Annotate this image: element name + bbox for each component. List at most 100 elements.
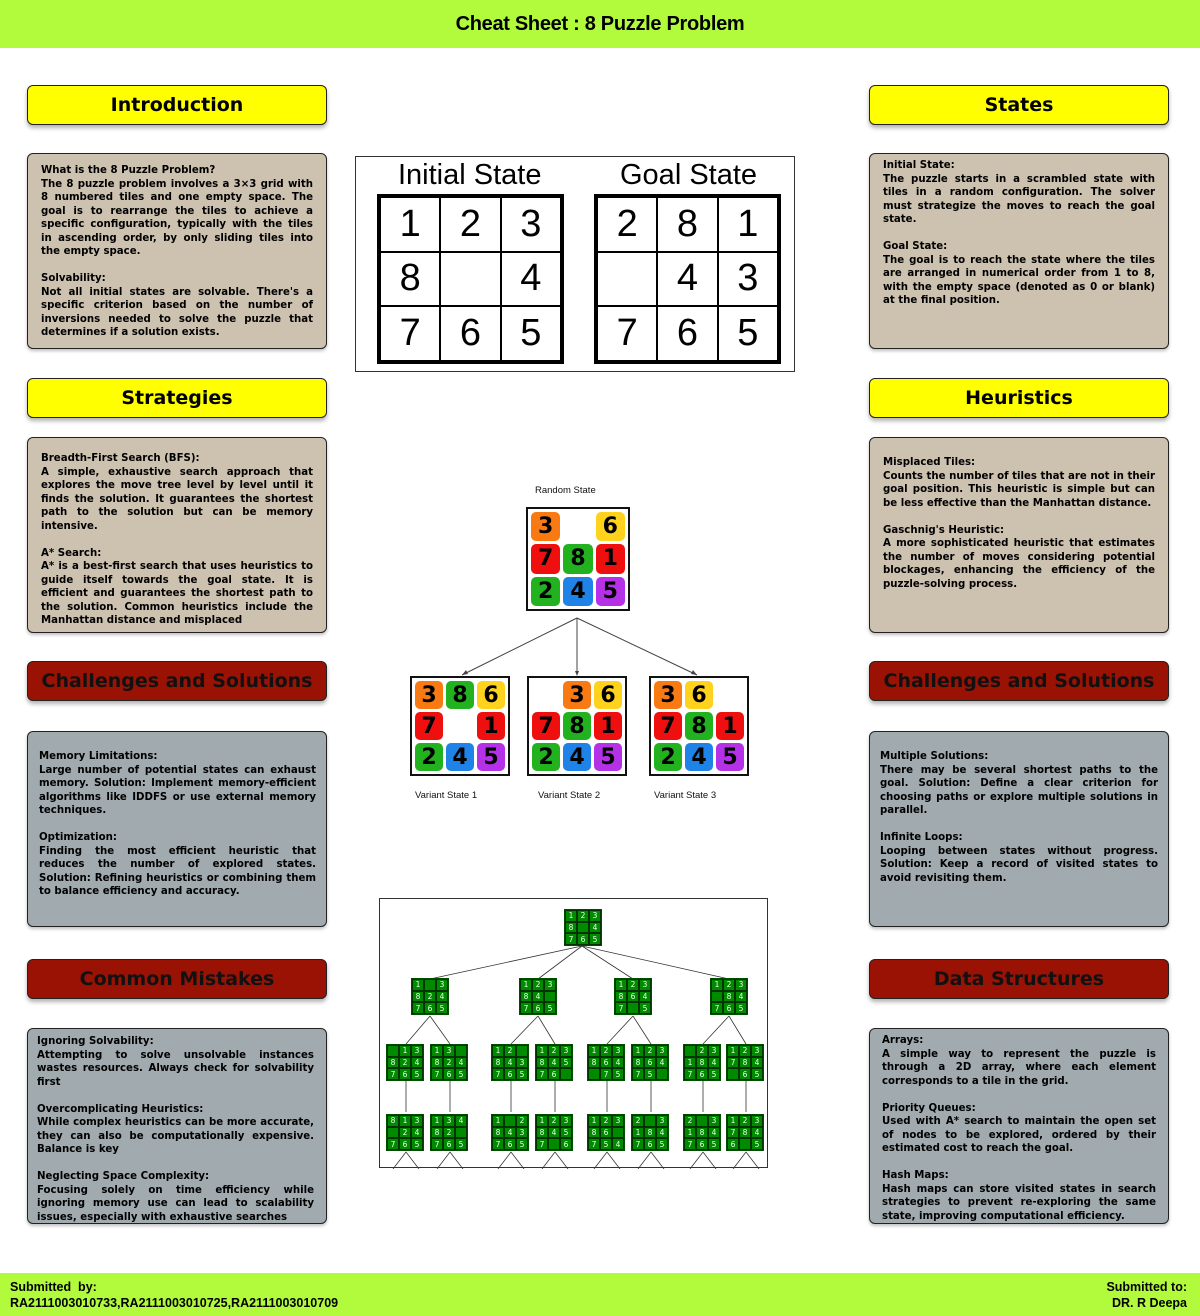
node-tile: 1	[399, 1045, 411, 1057]
heuristics-header: Heuristics	[869, 378, 1169, 418]
node-tile: 6	[727, 1138, 739, 1150]
submitted-by: Submitted by: RA2111003010733,RA21110030…	[10, 1279, 338, 1311]
states-header: States	[869, 85, 1169, 125]
colored-tile: 7	[532, 712, 560, 740]
node-tile: 8	[696, 1056, 708, 1069]
item-title: Ignoring Solvability:	[37, 1036, 154, 1047]
node-tile: 6	[696, 1138, 708, 1150]
node-tile: 1	[588, 1045, 600, 1057]
item-text: Looping between states without progress.…	[880, 845, 1158, 884]
node-tile: 5	[600, 1138, 612, 1150]
colored-tile: 4	[685, 743, 713, 771]
node-tile: 3	[443, 1115, 455, 1127]
node-tile: 4	[436, 990, 448, 1003]
node-tile: 3	[751, 1115, 763, 1127]
node-tile: 8	[387, 1056, 399, 1069]
node-tile: 3	[516, 1056, 528, 1069]
node-tile: 7	[684, 1068, 696, 1080]
node-tile: 5	[544, 1002, 556, 1014]
node-tile: 4	[751, 1126, 763, 1139]
states-box: Initial State:The puzzle starts in a scr…	[869, 153, 1169, 349]
node-tile: 5	[516, 1138, 528, 1150]
node-tile: 6	[532, 1002, 544, 1014]
node-empty-tile	[656, 1068, 668, 1080]
node-tile: 3	[708, 1045, 720, 1057]
node-tile: 3	[656, 1115, 668, 1127]
tile: 4	[500, 251, 561, 307]
empty-tile	[446, 712, 474, 740]
colored-tile: 4	[446, 743, 474, 771]
item-title: Memory Limitations:	[39, 751, 158, 762]
submitted-to: Submitted to: DR. R Deepa	[1106, 1279, 1187, 1311]
item-text: The 8 puzzle problem involves a 3×3 grid…	[41, 178, 313, 258]
node-tile: 7	[600, 1068, 612, 1080]
node-empty-tile	[739, 1138, 751, 1150]
node-tile: 1	[431, 1045, 443, 1057]
tile: 3	[717, 251, 778, 307]
colored-tile: 7	[531, 544, 561, 574]
mistake-item-solvability: Ignoring Solvability:Attempting to solve…	[37, 1035, 314, 1089]
node-tile: 1	[684, 1126, 696, 1139]
node-tile: 1	[684, 1056, 696, 1069]
challenge-item-optimization: Optimization:Finding the most efficient …	[39, 831, 316, 899]
node-empty-tile	[387, 1045, 399, 1057]
node-tile: 6	[739, 1068, 751, 1080]
colored-tile: 6	[685, 681, 713, 709]
node-tile: 8	[696, 1126, 708, 1139]
node-tile: 3	[612, 1115, 624, 1127]
section-title: Introduction	[110, 94, 244, 116]
item-title: Goal State:	[883, 241, 948, 252]
node-tile: 7	[727, 1126, 739, 1139]
item-title: Infinite Loops:	[880, 832, 963, 843]
node-empty-tile	[612, 1126, 624, 1139]
node-tile: 7	[632, 1068, 644, 1080]
node-tile: 8	[492, 1056, 504, 1069]
node-tile: 8	[412, 990, 424, 1003]
footer-bar: Submitted by: RA2111003010733,RA21110030…	[0, 1273, 1200, 1316]
node-tile: 3	[443, 1045, 455, 1057]
node-tile: 1	[711, 979, 723, 991]
item-text: Not all initial states are solvable. The…	[41, 286, 313, 339]
item-text: Finding the most efficient heuristic tha…	[39, 845, 316, 898]
node-tile: 4	[708, 1126, 720, 1139]
node-tile: 2	[627, 979, 639, 991]
tile: 5	[500, 306, 561, 361]
item-title: Neglecting Space Complexity:	[37, 1171, 210, 1182]
section-title: Strategies	[121, 387, 233, 409]
section-title: Heuristics	[965, 387, 1073, 409]
node-tile: 6	[424, 1002, 436, 1014]
node-tile: 5	[560, 1126, 572, 1139]
node-tile: 5	[708, 1138, 720, 1150]
node-tile: 7	[412, 1002, 424, 1014]
node-tile: 8	[520, 990, 532, 1003]
node-tile: 1	[632, 1045, 644, 1057]
tile: 8	[380, 251, 441, 307]
node-empty-tile	[455, 1126, 467, 1139]
item-title: Initial State:	[883, 160, 955, 171]
node-tile: 2	[443, 1126, 455, 1139]
heuristic-item-gaschnig: Gaschnig's Heuristic:A more sophisticate…	[883, 524, 1155, 592]
colored-tile: 5	[595, 576, 625, 606]
node-tile: 1	[632, 1126, 644, 1139]
node-tile: 1	[565, 910, 577, 922]
node-tile: 6	[504, 1068, 516, 1080]
colored-tile: 8	[563, 712, 591, 740]
node-tile: 6	[560, 1138, 572, 1150]
colored-tile: 1	[594, 712, 622, 740]
colored-tile: 3	[531, 512, 561, 542]
submitted-by-value: RA2111003010733,RA2111003010725,RA211100…	[10, 1296, 339, 1310]
section-title: Challenges and Solutions	[41, 670, 313, 692]
node-tile: 5	[455, 1138, 467, 1150]
node-empty-tile	[516, 1045, 528, 1057]
strategies-header: Strategies	[27, 378, 327, 418]
challenges-left-header: Challenges and Solutions	[27, 661, 327, 701]
tile: 8	[657, 197, 718, 252]
